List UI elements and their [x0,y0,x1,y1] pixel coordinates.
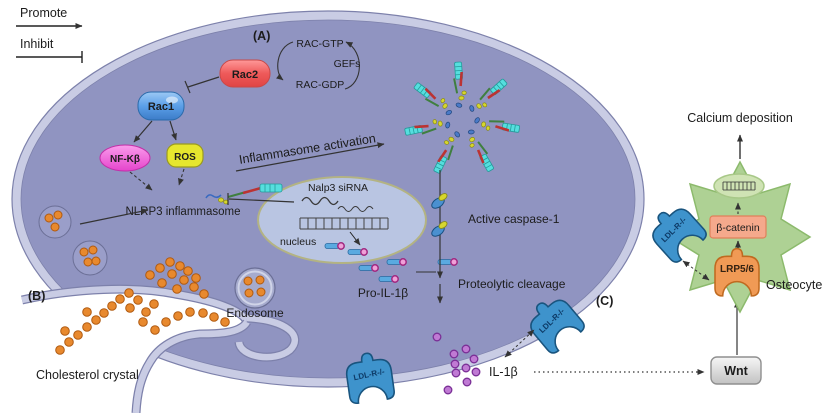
bcatenin-box: β-catenin [709,215,767,239]
cholesterol-label: Cholesterol crystal [36,368,139,382]
inlet-opening [22,289,247,413]
sirna-inhibits-nlrp3 [227,193,295,205]
crystal-to-nlrp3-arrow [79,208,149,225]
il1b-label: IL-1β [489,365,518,379]
nfkb-to-nlrp3-arrow [129,171,153,191]
nfkb-label: NF-Kβ [110,154,140,165]
pro-il1b-molecule [324,242,345,250]
activation-arrow [235,142,385,172]
legend: Promote Inhibit [16,6,83,63]
lrp56-label: LRP5/6 [720,264,754,275]
dna-ladder [299,217,389,230]
pro-il1b-molecule [358,264,379,272]
pro-il1b-label: Pro-IL-1β [358,286,408,300]
nlrp3-label: NLRP3 inflammasome [125,206,240,218]
rac1-label: Rac1 [148,101,174,113]
pro-il1b-molecule [386,258,407,266]
nalp3-sirna-label: Nalp3 siRNA [308,182,368,194]
gtp-cycle-left-arc [276,41,294,81]
rac2-box: Rac2 [219,59,271,88]
bcatenin-label: β-catenin [716,222,760,234]
osteocyte-dna-ladder [722,181,756,191]
pro-il1b-molecule [347,248,368,256]
ros-to-nlrp3-arrow [178,168,185,186]
pro-il1b-molecule [378,275,399,283]
rac-gdp-label: RAC-GDP [296,79,344,91]
nucleus-label: nucleus [280,236,316,248]
calcium-label: Calcium deposition [687,111,793,125]
wnt-label: Wnt [724,364,748,378]
panel-b-label: (B) [28,289,45,303]
endosome-label: Endosome [226,306,284,320]
vesicle [72,240,108,276]
transcription-arrow [349,231,361,246]
ros-label: ROS [174,152,196,163]
il1b-ldlr-arrow [504,329,535,358]
rac1-to-ros-arrow [169,120,177,141]
rac2-inhibits-rac1 [184,76,220,94]
wnt-box: Wnt [710,356,762,385]
pro-il1b-molecule [437,258,458,266]
cell-nucleus: Nalp3 siRNA nucleus [257,176,427,264]
gefs-label: GEFs [334,58,361,70]
active-caspase-label: Active caspase-1 [468,212,560,226]
promote-label: Promote [20,6,67,20]
nfkb-ellipse: NF-Kβ [99,144,151,172]
il1b-dots [432,332,481,395]
osteocyte-label: Osteocyte [766,278,822,292]
ros-box: ROS [166,143,204,168]
rac-gtp-label: RAC-GTP [296,38,343,50]
gtp-cycle-right-arc [344,41,360,90]
ldlr-lrp-arrow [682,260,710,281]
endocytosis-inlet [21,284,300,413]
panel-c-label: (C) [596,294,613,308]
inhibit-label: Inhibit [20,37,54,51]
cleavage-label: Proteolytic cleavage [458,277,566,291]
inhibit-bar-icon [16,51,83,63]
rac1-to-nfkb-arrow [133,120,153,143]
vesicle [38,205,72,239]
nlrp3-complex [205,183,283,205]
sirna-squiggle [301,196,339,206]
endosome [234,267,276,309]
rac1-box: Rac1 [137,91,185,121]
cholesterol-crystals [55,257,230,355]
rac2-label: Rac2 [232,69,258,81]
rac-gtp-cycle: RAC-GTP GEFs RAC-GDP [276,38,361,91]
panel-a-label: (A) [253,29,270,43]
sirna-squiggle [337,206,374,212]
